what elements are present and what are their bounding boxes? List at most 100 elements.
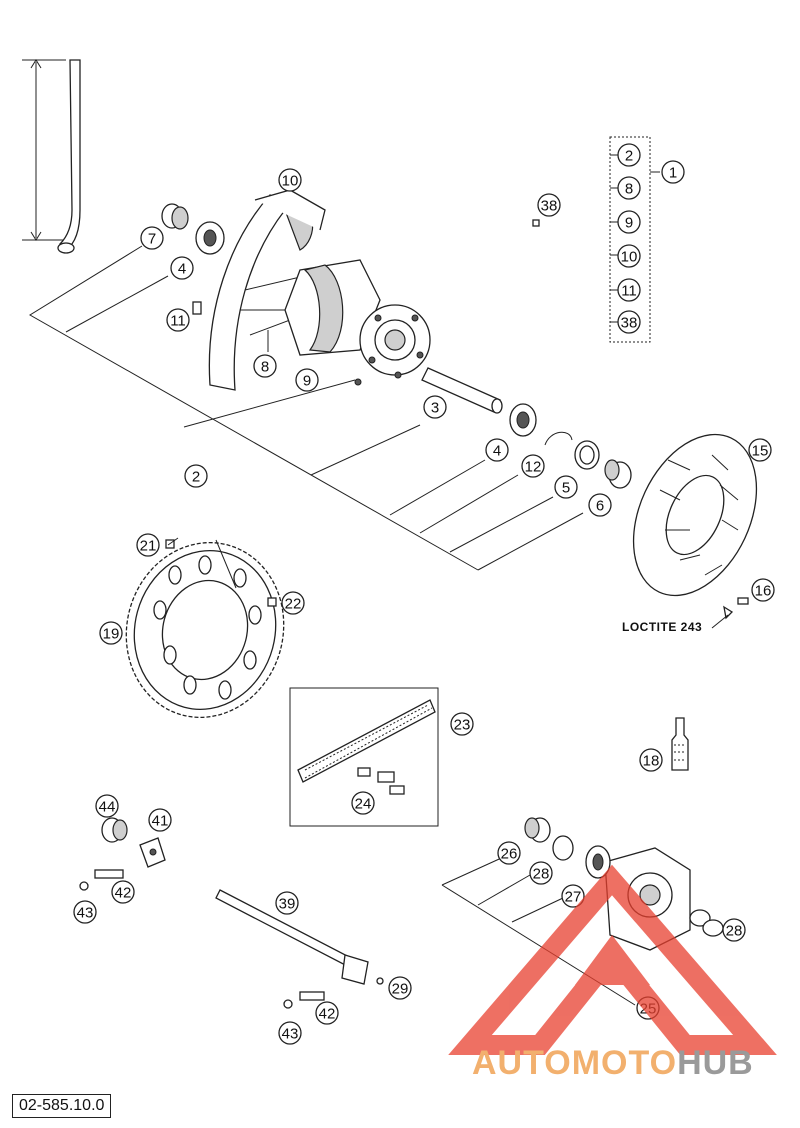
callout-circle bbox=[485, 438, 509, 462]
callout-label: 7 bbox=[148, 231, 156, 248]
callout-circle bbox=[617, 176, 641, 200]
part-callout-16: 16 bbox=[751, 578, 775, 602]
callout-label: 44 bbox=[99, 799, 116, 816]
part-callout-26: 26 bbox=[497, 841, 521, 865]
part-callout-10: 10 bbox=[278, 168, 302, 192]
part-callout-9: 9 bbox=[617, 210, 641, 234]
callout-label: 12 bbox=[525, 459, 542, 476]
part-callout-6: 6 bbox=[588, 493, 612, 517]
part-callout-8: 8 bbox=[617, 176, 641, 200]
callout-circle bbox=[497, 841, 521, 865]
callout-label: 8 bbox=[625, 181, 633, 198]
callout-label: 38 bbox=[621, 315, 638, 332]
callout-circle bbox=[617, 278, 641, 302]
callout-label: 9 bbox=[303, 373, 311, 390]
loctite-bottle-drawing bbox=[671, 717, 689, 771]
watermark-logo bbox=[448, 864, 777, 1055]
callout-label: 26 bbox=[501, 846, 518, 863]
callout-label: 10 bbox=[621, 249, 638, 266]
hub-drawing bbox=[284, 259, 431, 386]
callout-label: 10 bbox=[282, 173, 299, 190]
callout-circle bbox=[253, 354, 277, 378]
part-callout-42: 42 bbox=[111, 880, 135, 904]
part-callout-28: 28 bbox=[529, 861, 553, 885]
part-callout-29: 29 bbox=[388, 976, 412, 1000]
callout-circle bbox=[537, 193, 561, 217]
callout-circle bbox=[554, 475, 578, 499]
callout-circle bbox=[748, 438, 772, 462]
part-callout-2: 2 bbox=[617, 143, 641, 167]
callout-circle bbox=[73, 900, 97, 924]
part-callout-11: 11 bbox=[617, 278, 641, 302]
callout-circle bbox=[617, 210, 641, 234]
part-callout-41: 41 bbox=[148, 808, 172, 832]
callout-circle bbox=[99, 621, 123, 645]
callout-circle bbox=[617, 244, 641, 268]
callout-circle bbox=[278, 168, 302, 192]
callout-label: 22 bbox=[285, 596, 302, 613]
wheel-rim-drawing bbox=[208, 189, 331, 391]
part-callout-38: 38 bbox=[617, 310, 641, 334]
callout-circle bbox=[661, 160, 685, 184]
callout-circle bbox=[184, 464, 208, 488]
callout-label: 5 bbox=[562, 480, 570, 497]
part-callout-24: 24 bbox=[351, 791, 375, 815]
callout-circle bbox=[639, 748, 663, 772]
part-callout-27: 27 bbox=[561, 884, 585, 908]
callout-label: 39 bbox=[279, 896, 296, 913]
callout-circle bbox=[148, 808, 172, 832]
part-callout-2: 2 bbox=[184, 464, 208, 488]
part-callout-9: 9 bbox=[295, 368, 319, 392]
watermark-text: AUTOMOTOHUB bbox=[472, 1044, 754, 1083]
part-callout-18: 18 bbox=[639, 748, 663, 772]
callout-label: 9 bbox=[625, 215, 633, 232]
callout-label: 6 bbox=[596, 498, 604, 515]
part-callout-22: 22 bbox=[281, 591, 305, 615]
callout-circle bbox=[617, 143, 641, 167]
callout-label: 42 bbox=[319, 1006, 336, 1023]
callout-circle bbox=[450, 712, 474, 736]
small-parts bbox=[161, 203, 632, 489]
part-callout-28: 28 bbox=[722, 918, 746, 942]
callout-circle bbox=[111, 880, 135, 904]
part-callout-44: 44 bbox=[95, 794, 119, 818]
callout-label: 43 bbox=[282, 1026, 299, 1043]
callout-circle bbox=[315, 1001, 339, 1025]
callout-label: 42 bbox=[115, 885, 132, 902]
callout-label: 11 bbox=[621, 283, 637, 300]
callout-circle bbox=[95, 794, 119, 818]
callout-circle bbox=[588, 493, 612, 517]
brake-disc-drawing bbox=[632, 433, 758, 620]
part-callout-4: 4 bbox=[170, 256, 194, 280]
callout-circle bbox=[423, 395, 447, 419]
callout-label: 38 bbox=[541, 198, 558, 215]
callout-label: 41 bbox=[152, 813, 169, 830]
leader-lines bbox=[29, 136, 729, 1006]
callout-circle bbox=[166, 308, 190, 332]
callout-label: 16 bbox=[755, 583, 772, 600]
part-callout-43: 43 bbox=[73, 900, 97, 924]
callout-circle bbox=[722, 918, 746, 942]
part-callout-10: 10 bbox=[617, 244, 641, 268]
callout-label: 11 bbox=[170, 313, 186, 330]
callout-circle bbox=[170, 256, 194, 280]
part-callout-4: 4 bbox=[485, 438, 509, 462]
callout-label: 3 bbox=[431, 400, 439, 417]
loctite-note: LOCTITE 243 bbox=[622, 620, 703, 634]
callout-label: 24 bbox=[355, 796, 372, 813]
drawing-number: 02-585.10.0 bbox=[12, 1094, 112, 1118]
part-callout-43: 43 bbox=[278, 1021, 302, 1045]
callout-label: 15 bbox=[752, 443, 769, 460]
part-callout-12: 12 bbox=[521, 454, 545, 478]
callout-label: 2 bbox=[192, 469, 200, 486]
callout-circle bbox=[521, 454, 545, 478]
part-callout-8: 8 bbox=[253, 354, 277, 378]
part-callout-42: 42 bbox=[315, 1001, 339, 1025]
callout-label: 28 bbox=[533, 866, 550, 883]
callout-label: 43 bbox=[77, 905, 94, 922]
callout-circle bbox=[295, 368, 319, 392]
callout-circle bbox=[388, 976, 412, 1000]
callout-circle bbox=[529, 861, 553, 885]
callout-circle bbox=[136, 533, 160, 557]
callout-label: 28 bbox=[726, 923, 743, 940]
